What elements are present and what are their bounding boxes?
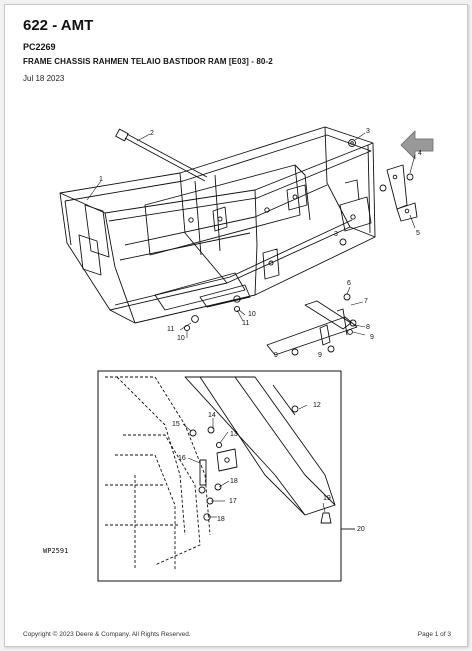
callout-labels: 1 2 3 4 5 6 7 8 9 10 11 12 13 14 15 16 1… xyxy=(43,128,422,555)
callout-1: 1 xyxy=(99,176,103,183)
callout-14: 14 xyxy=(208,412,216,419)
callout-leaders xyxy=(86,132,416,518)
detail-view-rail xyxy=(184,376,336,516)
callout-10-secondary: 10 xyxy=(177,335,185,342)
callout-4: 4 xyxy=(418,150,422,157)
document-page: 622 - AMT PC2269 FRAME CHASSIS RAHMEN TE… xyxy=(4,4,468,647)
callout-8: 8 xyxy=(366,324,370,331)
figure-id: WP2591 xyxy=(43,547,68,555)
page-number: Page 1 of 3 xyxy=(417,631,451,638)
callout-12: 12 xyxy=(313,402,321,409)
callout-20: 20 xyxy=(357,526,365,533)
copyright-notice: Copyright © 2023 Deere & Company. All Ri… xyxy=(23,631,191,638)
callout-11: 11 xyxy=(242,320,249,327)
part-description: FRAME CHASSIS RAHMEN TELAIO BASTIDOR RAM… xyxy=(23,57,273,66)
callout-9-secondary: 9 xyxy=(274,352,278,359)
fasteners-upper xyxy=(183,139,414,356)
callout-15: 15 xyxy=(172,421,180,428)
callout-6: 6 xyxy=(347,280,351,287)
callout-11-secondary: 11 xyxy=(167,326,174,333)
parts-diagram: 1 2 3 4 5 6 7 8 9 10 11 12 13 14 15 16 1… xyxy=(43,126,434,582)
part-bracket-right xyxy=(386,164,418,222)
callout-5: 5 xyxy=(416,230,420,237)
callout-7: 7 xyxy=(364,298,368,305)
page-title: 622 - AMT xyxy=(23,17,94,34)
chassis-frame xyxy=(59,126,376,324)
detail-view-fasteners xyxy=(189,405,332,524)
callout-9: 9 xyxy=(370,334,374,341)
document-date: Jul 18 2023 xyxy=(23,74,65,83)
detail-view-border xyxy=(97,370,342,582)
part-code: PC2269 xyxy=(23,42,56,52)
callout-19: 19 xyxy=(323,495,331,502)
callout-9-tertiary: 9 xyxy=(318,352,322,359)
arrow-indicator-icon xyxy=(400,130,434,160)
callout-2: 2 xyxy=(150,130,154,137)
callout-3-secondary: 3 xyxy=(334,231,338,238)
callout-3: 3 xyxy=(366,128,370,135)
callout-18-secondary: 18 xyxy=(217,516,225,523)
callout-13: 13 xyxy=(230,431,238,438)
callout-16: 16 xyxy=(178,455,186,462)
callout-18: 18 xyxy=(230,478,238,485)
callout-10: 10 xyxy=(248,311,256,318)
part-rod xyxy=(115,128,208,182)
callout-17: 17 xyxy=(229,498,237,505)
part-support-bracket xyxy=(266,300,358,356)
detail-view-frame xyxy=(105,376,211,570)
